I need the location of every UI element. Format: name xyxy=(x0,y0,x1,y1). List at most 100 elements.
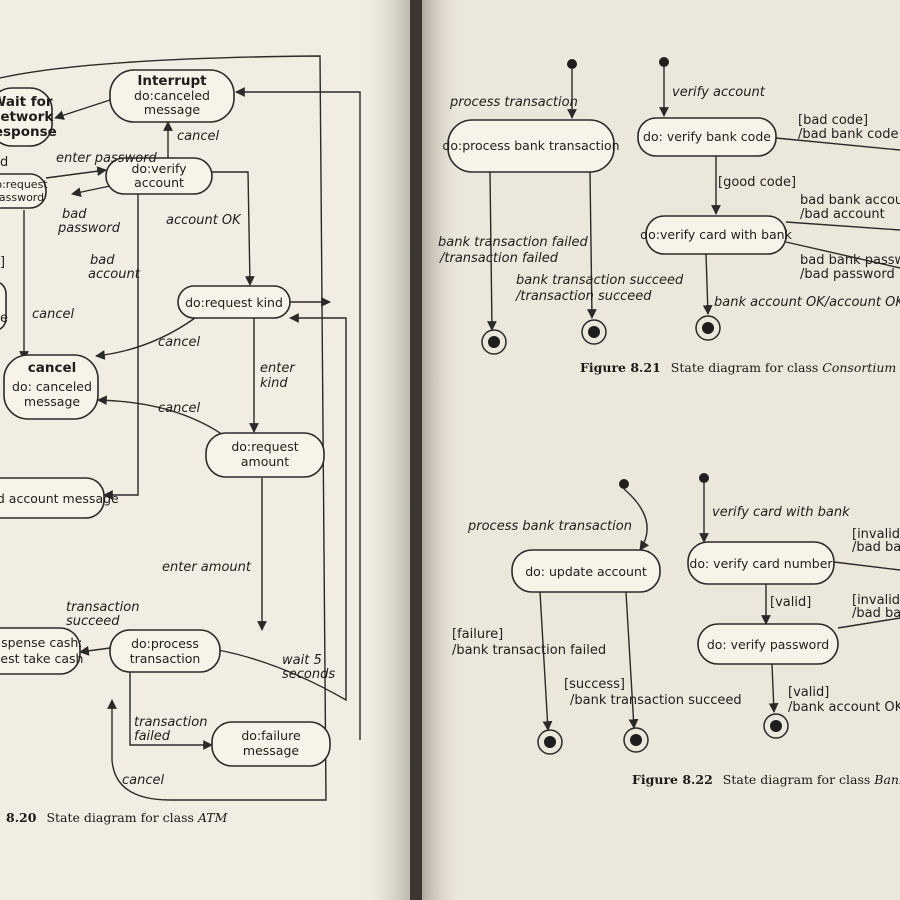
label-valid-2-a: [valid] xyxy=(788,685,829,700)
state-verify-bank-code: do: verify bank code xyxy=(637,117,777,157)
label-enter-amount: enter amount xyxy=(162,560,252,575)
edge-to-wait-network xyxy=(54,99,111,120)
label-enter-kind-1: enter xyxy=(260,361,296,376)
svg-text:do: verify card number: do: verify card number xyxy=(689,556,833,571)
label-account-ok: account OK xyxy=(166,213,242,228)
svg-text:do:failure: do:failure xyxy=(241,728,301,743)
figure-8-21-consortium: do:process bank transaction do: verify b… xyxy=(438,57,900,375)
edge-bad-password xyxy=(71,185,111,197)
final-state-5 xyxy=(623,727,649,753)
initial-state-4 xyxy=(699,473,709,483)
state-verify-account: do:verify account xyxy=(105,157,213,195)
label-bad-account-2: account xyxy=(88,267,141,282)
label-invalid-1-a: [invalid] xyxy=(852,527,900,542)
figure-8-20-atm: Wait for network response Interrupt do:c… xyxy=(0,55,361,825)
label-process-transaction: process transaction xyxy=(449,95,578,110)
edge-failure xyxy=(539,591,553,731)
state-process-transaction: do:process transaction xyxy=(109,629,221,673)
book-gutter xyxy=(410,0,422,900)
label-bad-code-1: [bad code] xyxy=(798,113,868,128)
svg-text:do:verify: do:verify xyxy=(131,161,187,176)
svg-text:amount: amount xyxy=(241,454,289,469)
edge-invalid-2 xyxy=(837,617,900,629)
label-verify-account: verify account xyxy=(672,85,766,100)
left-gutter-shadow xyxy=(360,0,412,900)
edge-enter-password xyxy=(45,166,107,179)
label-bank-transaction-succeed-1: bank transaction succeed xyxy=(516,273,684,288)
label-verify-card-with-bank: verify card with bank xyxy=(712,505,850,520)
edge-bad-account xyxy=(103,193,139,500)
svg-text:do: update account: do: update account xyxy=(525,564,647,579)
edge-transaction-failed xyxy=(129,672,213,750)
svg-text:password: password xyxy=(0,191,44,204)
final-state-2 xyxy=(581,319,607,345)
svg-text:do:request kind: do:request kind xyxy=(185,295,283,310)
edge-process-bank-transaction xyxy=(623,488,649,551)
initial-state-3 xyxy=(619,479,629,489)
label-cancel-4: cancel xyxy=(158,401,200,416)
edge-cancel-from-kind xyxy=(95,317,196,360)
label-success-1: [success] xyxy=(564,677,625,692)
label-transaction-succeed-2: succeed xyxy=(66,614,120,629)
label-failure-1: [failure] xyxy=(452,627,503,642)
label-bad-account-1: bad xyxy=(90,253,115,268)
figure-8-22-bank: do: update account do: verify card numbe… xyxy=(452,473,900,787)
label-wait-5-seconds-1: wait 5 xyxy=(282,653,322,668)
svg-text:message: message xyxy=(243,743,299,758)
edge-invalid-1 xyxy=(833,561,900,571)
label-failure-2: /bank transaction failed xyxy=(452,643,606,658)
initial-state-1 xyxy=(567,59,577,69)
label-cancel-2: cancel xyxy=(32,307,74,322)
svg-text:do: verify bank code: do: verify bank code xyxy=(643,129,771,144)
label-edge-bracket: ] xyxy=(0,255,5,270)
label-transaction-failed-2: failed xyxy=(134,729,171,744)
label-bad-bank-account-1: bad bank account xyxy=(800,193,900,208)
label-valid-2-b: /bank account OK xyxy=(788,700,900,715)
edge-account-ok xyxy=(212,171,255,286)
svg-text:message: message xyxy=(144,102,200,117)
state-request-amount: do:request amount xyxy=(205,432,325,478)
state-verify-card-number: do: verify card number xyxy=(687,541,835,585)
svg-text:do:request: do:request xyxy=(231,439,298,454)
svg-text:response: response xyxy=(0,124,57,140)
state-failure-message: do:failure message xyxy=(211,721,331,767)
state-cancel: cancel do: canceled message xyxy=(3,354,99,420)
label-bank-transaction-failed-2: /transaction failed xyxy=(439,251,559,266)
label-invalid-2-a: [invalid] xyxy=(852,593,900,608)
svg-text:message: message xyxy=(24,394,80,409)
label-bank-account-ok: bank account OK/account OK xyxy=(714,295,900,310)
svg-text:do:process bank transaction: do:process bank transaction xyxy=(442,138,619,153)
label-enter-kind-2: kind xyxy=(260,376,288,391)
edge-bad-bank-password xyxy=(785,241,900,269)
label-good-code: [good code] xyxy=(718,175,796,190)
label-invalid-1-b: /bad bank xyxy=(852,540,900,555)
svg-text:do:canceled: do:canceled xyxy=(134,88,210,103)
final-state-6 xyxy=(763,713,789,739)
state-update-account: do: update account xyxy=(511,549,661,593)
label-bad-bank-password-1: bad bank password xyxy=(800,253,900,268)
state-request-kind: do:request kind xyxy=(177,285,291,319)
edge-bank-transaction-failed xyxy=(486,171,497,331)
label-edge-d: d xyxy=(0,155,8,170)
edge-bad-bank-account xyxy=(785,221,900,231)
label-transaction-failed-1: transaction xyxy=(134,715,207,730)
label-process-bank-transaction: process bank transaction xyxy=(467,519,632,534)
edge-cancel-from-amount xyxy=(97,395,231,441)
svg-text::dispense cash;: :dispense cash; xyxy=(0,635,83,650)
svg-text:Wait for: Wait for xyxy=(0,94,53,110)
edge-bank-transaction-succeed xyxy=(586,171,597,319)
edge-success xyxy=(625,591,639,729)
label-enter-password: enter password xyxy=(56,151,158,166)
label-valid-1: [valid] xyxy=(770,595,811,610)
state-bad-account-message: bad account message xyxy=(0,477,119,519)
svg-text:do: canceled: do: canceled xyxy=(12,379,92,394)
state-left-partial xyxy=(0,282,7,330)
svg-text:quest take cash: quest take cash xyxy=(0,651,83,666)
label-bad-password-1: bad xyxy=(62,207,87,222)
label-cancel-1: cancel xyxy=(177,129,219,144)
label-bad-password-2: password xyxy=(57,221,121,236)
edge-to-interrupt-return xyxy=(235,87,361,740)
label-bank-transaction-failed-1: bank transaction failed xyxy=(438,235,588,250)
label-edge-e: e xyxy=(0,311,8,326)
final-state-3 xyxy=(695,315,721,341)
